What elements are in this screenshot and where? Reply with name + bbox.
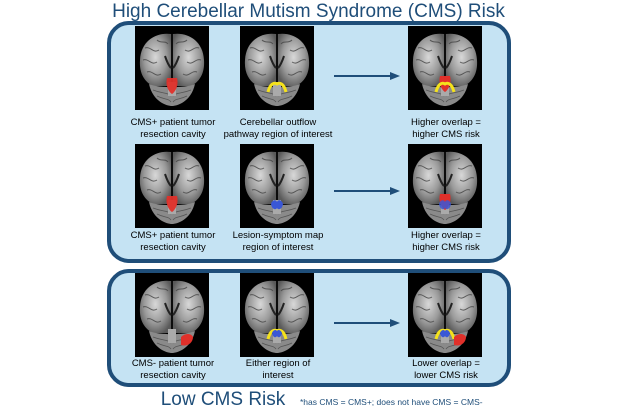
caption-r2-3: Higher overlap =higher CMS risk	[411, 230, 481, 253]
brain-cms-plus-lesion-1	[135, 26, 209, 110]
caption-r3-3: Lower overlap =lower CMS risk	[412, 358, 480, 381]
brain-either-roi	[240, 273, 314, 357]
brain-high-overlap-2	[408, 144, 482, 228]
low-risk-title: Low CMS Risk	[160, 389, 286, 410]
brain-high-overlap-1	[408, 26, 482, 110]
brain-outflow-roi	[240, 26, 314, 110]
high-risk-title: High Cerebellar Mutism Syndrome (CMS) Ri…	[112, 1, 505, 22]
footnote: *has CMS = CMS+; does not have CMS = CMS…	[300, 397, 483, 407]
arrow-r1	[334, 72, 400, 80]
brain-low-overlap	[408, 273, 482, 357]
brain-cms-plus-lesion-2	[135, 144, 209, 228]
caption-r1-3: Higher overlap =higher CMS risk	[411, 117, 481, 140]
arrow-r2	[334, 187, 400, 195]
brain-cms-minus-lesion	[135, 273, 209, 357]
brain-lsm-roi	[240, 144, 314, 228]
arrow-r3	[334, 319, 400, 327]
